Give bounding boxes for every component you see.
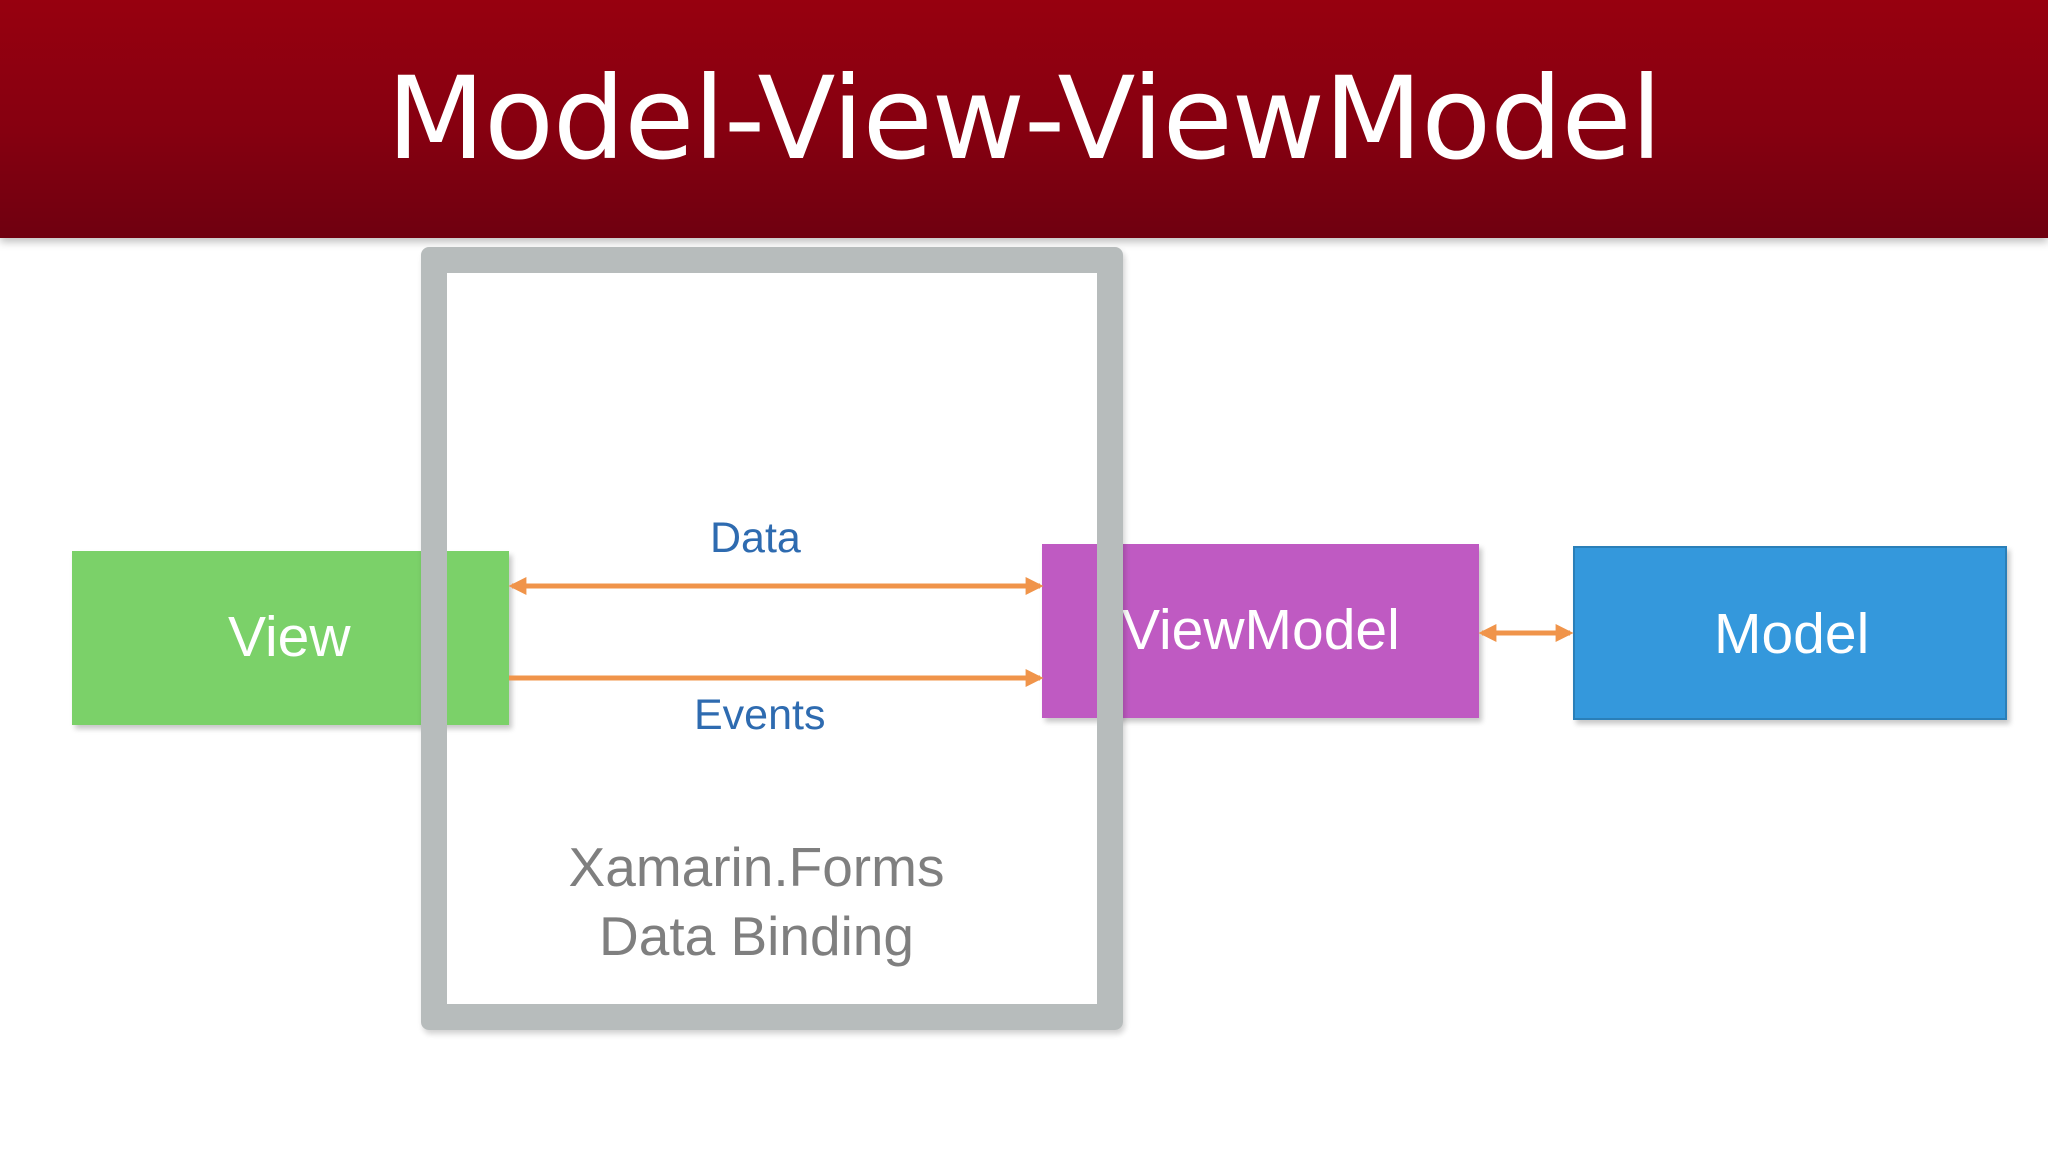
data-binding-caption: Xamarin.Forms Data Binding [494, 833, 1019, 971]
data-binding-frame [421, 247, 1123, 1030]
data-edge-label: Data [710, 514, 801, 562]
model-node-label: Model [1714, 602, 1870, 666]
slide-title: Model-View-ViewModel [386, 52, 1663, 185]
view-node-label: View [228, 605, 351, 669]
events-edge-label: Events [694, 691, 826, 739]
viewmodel-node-label: ViewModel [1122, 598, 1400, 662]
caption-line-1: Xamarin.Forms [568, 836, 945, 898]
model-node: Model [1573, 546, 2007, 720]
caption-line-2: Data Binding [599, 905, 914, 967]
title-bar: Model-View-ViewModel [0, 0, 2048, 238]
